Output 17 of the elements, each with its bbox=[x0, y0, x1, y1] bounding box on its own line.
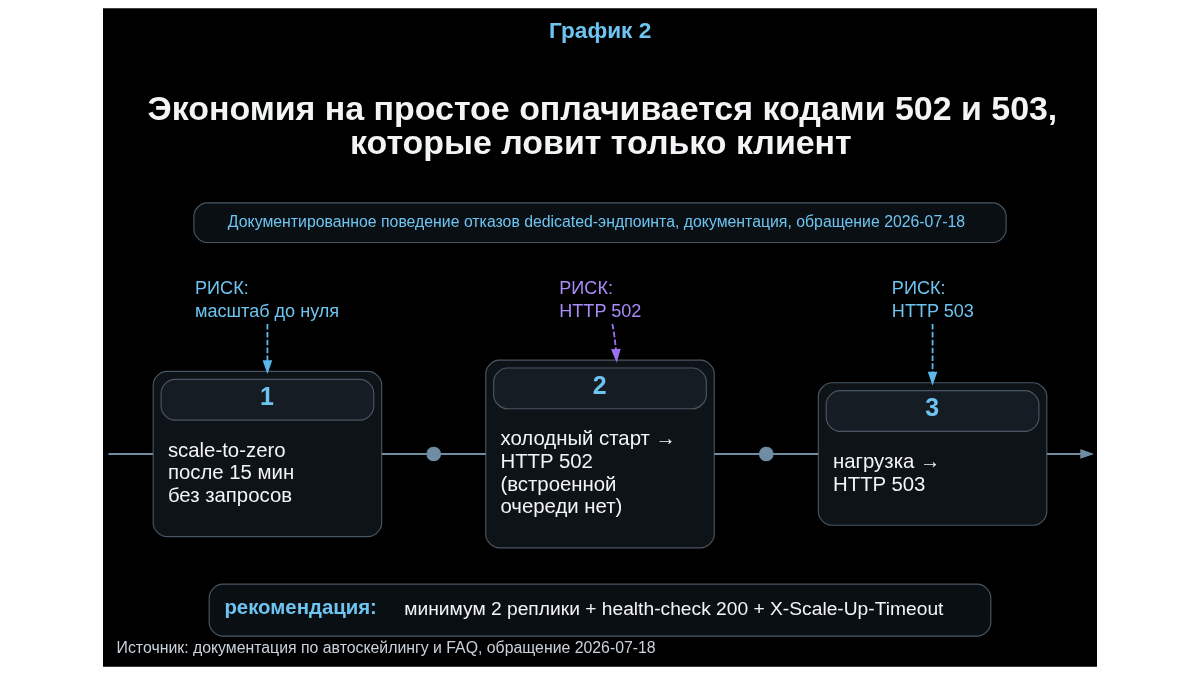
arrow bbox=[927, 323, 938, 386]
node-text: РИСК: масштаб до нуля bbox=[195, 278, 340, 321]
connector bbox=[772, 453, 820, 455]
label: График 2 bbox=[549, 17, 652, 43]
node-circle bbox=[426, 446, 442, 462]
connector bbox=[107, 453, 154, 455]
connector bbox=[439, 453, 487, 455]
caption: Источник: документация по автоскейлингу и FAQ, обращение 2026-07-18 bbox=[116, 639, 656, 657]
node-circle bbox=[758, 446, 774, 462]
connector bbox=[713, 453, 761, 455]
arrow bbox=[262, 323, 273, 375]
arrow bbox=[611, 323, 621, 363]
diagram-title: Экономия на простое оплачивается кодами 502 и 503, которые ловит только клиент bbox=[147, 89, 1058, 162]
node-text: РИСК: HTTP 503 bbox=[891, 278, 974, 321]
connector bbox=[380, 453, 428, 455]
arrow bbox=[1046, 449, 1095, 459]
node-text: РИСК: HTTP 502 bbox=[559, 278, 642, 321]
